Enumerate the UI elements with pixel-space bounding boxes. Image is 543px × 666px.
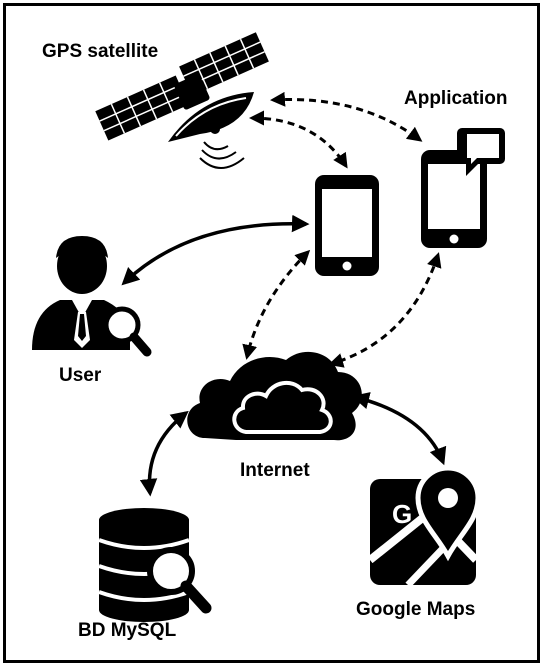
diagram-frame (3, 3, 540, 663)
phone-internet-connector (242, 249, 311, 360)
google-maps-label: Google Maps (356, 599, 476, 620)
cloud-icon (187, 351, 362, 441)
user-phone-connector (121, 214, 310, 286)
connectors (121, 91, 447, 497)
application-phone-icon (421, 150, 487, 248)
database-label: BD MySQL (78, 620, 177, 641)
map-pin-icon (415, 465, 481, 562)
internet-googlemaps-connector (351, 392, 447, 466)
smartphone-icon (315, 175, 379, 276)
database-magnifier-icon (147, 547, 212, 614)
google-g-glyph: G (392, 499, 412, 529)
gps-satellite-label: GPS satellite (42, 41, 159, 62)
chat-bubble-icon (457, 128, 505, 176)
satellite-icon (95, 32, 269, 169)
internet-label: Internet (240, 460, 310, 481)
user-icon (32, 236, 130, 350)
application-label: Application (404, 88, 508, 109)
satellite-phone-connector (249, 110, 348, 169)
user-label: User (59, 365, 102, 386)
internet-database-connector (139, 410, 189, 497)
satellite-application-connector (270, 91, 423, 142)
magnifier-icon (103, 306, 152, 357)
